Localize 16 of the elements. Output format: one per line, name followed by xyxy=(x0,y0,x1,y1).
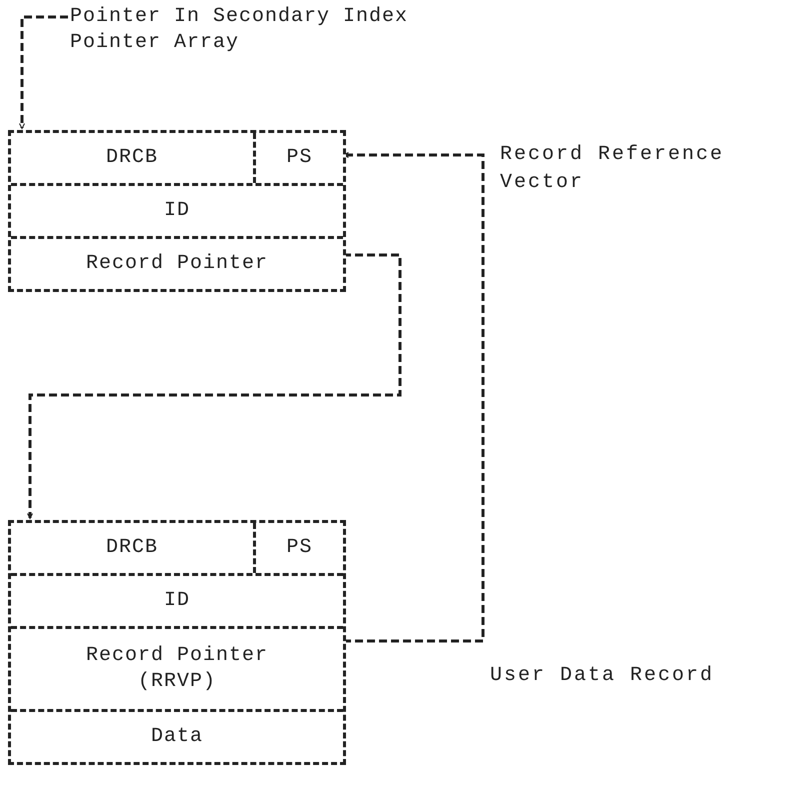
caption-text: User Data Record xyxy=(490,663,716,689)
field-label: DRCB xyxy=(11,133,253,183)
arrow xyxy=(27,254,402,519)
field-label: ID xyxy=(11,576,343,626)
record-box xyxy=(8,520,346,765)
field-label: DRCB xyxy=(11,523,253,573)
record-box xyxy=(8,130,346,292)
field-label: PS xyxy=(253,133,343,183)
field-label: Record Pointer (RRVP) xyxy=(11,629,343,709)
arrow xyxy=(19,16,68,129)
field-label: Data xyxy=(11,712,343,762)
caption-text: Record Reference Vector xyxy=(500,142,726,196)
note-text: Pointer In Secondary Index Pointer Array xyxy=(70,4,490,56)
field-label: Record Pointer xyxy=(11,239,343,289)
field-label: PS xyxy=(253,523,343,573)
field-label: ID xyxy=(11,186,343,236)
